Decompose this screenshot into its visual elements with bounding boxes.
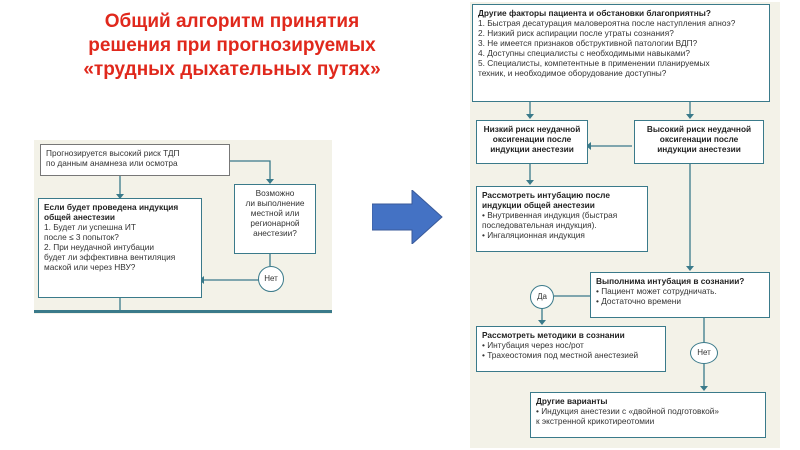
list-item: • Интубация через нос/рот xyxy=(482,340,584,350)
box-header: индукции общей анестезии xyxy=(482,200,595,210)
predict-risk-box: Прогнозируется высокий риск ТДП по данны… xyxy=(40,144,230,176)
list-item: 3. Не имеется признаков обструктивной па… xyxy=(478,38,698,48)
box-text-line: Высокий риск неудачной xyxy=(646,124,752,134)
list-item: последовательная индукция). xyxy=(482,220,597,230)
list-item: маской или через НВУ? xyxy=(44,262,136,272)
box-header: Выполнима интубация в сознании? xyxy=(596,276,745,286)
title-line: Общий алгоритм принятия xyxy=(104,11,360,32)
list-item: • Трахеостомия под местной анестезией xyxy=(482,350,639,360)
list-item: после ≤ 3 попыток? xyxy=(44,232,119,242)
connector-arrowhead xyxy=(686,114,694,119)
box-text-line: местной или xyxy=(250,208,300,218)
box-text-line: Низкий риск неудачной xyxy=(483,124,581,134)
box-header: Рассмотреть интубацию после xyxy=(482,190,610,200)
list-item: 1. Будет ли успешна ИТ xyxy=(44,222,136,232)
connector-arrowhead xyxy=(526,180,534,185)
right-arrow-icon xyxy=(372,190,443,244)
box-text-line: по данным анамнеза или осмотра xyxy=(46,158,178,168)
title-line: «трудных дыхательных путях» xyxy=(83,59,381,80)
consider-intubation-box: Рассмотреть интубацию после индукции общ… xyxy=(476,186,648,252)
connector-arrowhead xyxy=(266,179,274,184)
list-item: • Внутривенная индукция (быстрая xyxy=(482,210,618,220)
box-header: Другие факторы пациента и обстановки бла… xyxy=(478,8,711,18)
bottom-divider xyxy=(34,310,332,313)
box-text-line: анестезии? xyxy=(253,228,297,238)
box-header: Другие варианты xyxy=(536,396,608,406)
left-flowchart: Прогнозируется высокий риск ТДП по данны… xyxy=(34,140,332,314)
list-item: 4. Доступны специалисты с необходимыми н… xyxy=(478,48,690,58)
other-options-box: Другие варианты • Индукция анестезии с «… xyxy=(530,392,766,438)
connector-arrowhead xyxy=(586,142,591,150)
box-header: общей анестезии xyxy=(44,212,115,222)
low-risk-box: Низкий риск неудачной оксигенации после … xyxy=(476,120,588,164)
awake-methods-box: Рассмотреть методики в сознании • Интуба… xyxy=(476,326,666,372)
box-text-line: оксигенации после xyxy=(659,134,739,144)
high-risk-box: Высокий риск неудачной оксигенации после… xyxy=(634,120,764,164)
list-item: 2. При неудачной интубации xyxy=(44,242,154,252)
title-line: решения при прогнозируемых xyxy=(88,35,376,56)
right-connectors xyxy=(526,102,708,391)
list-item: • Пациент может сотрудничать. xyxy=(596,286,717,296)
list-item: будет ли эффективна вентиляция xyxy=(44,252,176,262)
right-flowchart: Другие факторы пациента и обстановки бла… xyxy=(470,2,780,448)
box-text-line: индукции анестезии xyxy=(490,144,574,154)
box-text-line: ли выполнение xyxy=(245,198,305,208)
slide-title: Общий алгоритм принятия решения при прог… xyxy=(22,10,442,82)
box-text-line: Прогнозируется высокий риск ТДП xyxy=(46,148,180,158)
patient-factors-box: Другие факторы пациента и обстановки бла… xyxy=(472,4,770,102)
no-decision-circle: Нет xyxy=(258,266,284,292)
list-item: к экстренной крикотиреотомии xyxy=(536,416,655,426)
arrow-shape xyxy=(372,190,443,244)
list-item: • Достаточно времени xyxy=(596,296,681,306)
induction-options-list: • Внутривенная индукция (быстрая последо… xyxy=(482,210,642,240)
question-list: 1. Будет ли успешна ИТ после ≤ 3 попыток… xyxy=(44,222,196,272)
list-item: • Ингаляционная индукция xyxy=(482,230,585,240)
connector-arrowhead xyxy=(526,114,534,119)
connector-line xyxy=(230,160,271,181)
box-header: Если будет проведена индукция xyxy=(44,202,179,212)
list-item: 1. Быстрая десатурация маловероятна посл… xyxy=(478,18,736,28)
regional-anesthesia-box: Возможно ли выполнение местной или регио… xyxy=(234,184,316,254)
box-text-line: регионарной xyxy=(250,218,300,228)
factors-list: 1. Быстрая десатурация маловероятна посл… xyxy=(478,18,764,78)
connector-arrowhead xyxy=(686,266,694,271)
no-label: Нет xyxy=(264,274,278,283)
connector-arrowhead xyxy=(116,194,124,199)
box-text-line: Возможно xyxy=(255,188,295,198)
box-text-line: индукции анестезии xyxy=(657,144,741,154)
awake-intubation-box: Выполнима интубация в сознании? • Пациен… xyxy=(590,272,770,318)
list-item: 5. Специалисты, компетентные в применени… xyxy=(478,58,710,68)
awake-methods-list: • Интубация через нос/рот • Трахеостомия… xyxy=(482,340,660,360)
no-decision-circle: Нет xyxy=(690,342,718,364)
yes-decision-circle: Да xyxy=(530,285,554,309)
list-item: 2. Низкий риск аспирации после утраты со… xyxy=(478,28,674,38)
induction-question-box: Если будет проведена индукция общей анес… xyxy=(38,198,202,298)
awake-conditions-list: • Пациент может сотрудничать. • Достаточ… xyxy=(596,286,764,306)
connector-arrowhead xyxy=(538,320,546,325)
yes-label: Да xyxy=(537,292,547,301)
list-item: • Индукция анестезии с «двойной подготов… xyxy=(536,406,720,416)
box-header: Рассмотреть методики в сознании xyxy=(482,330,625,340)
no-label: Нет xyxy=(697,348,711,357)
connector-arrowhead xyxy=(700,386,708,391)
box-text-line: оксигенации после xyxy=(492,134,572,144)
other-options-list: • Индукция анестезии с «двойной подготов… xyxy=(536,406,760,426)
list-item: техник, и необходимое оборудование досту… xyxy=(478,68,667,78)
